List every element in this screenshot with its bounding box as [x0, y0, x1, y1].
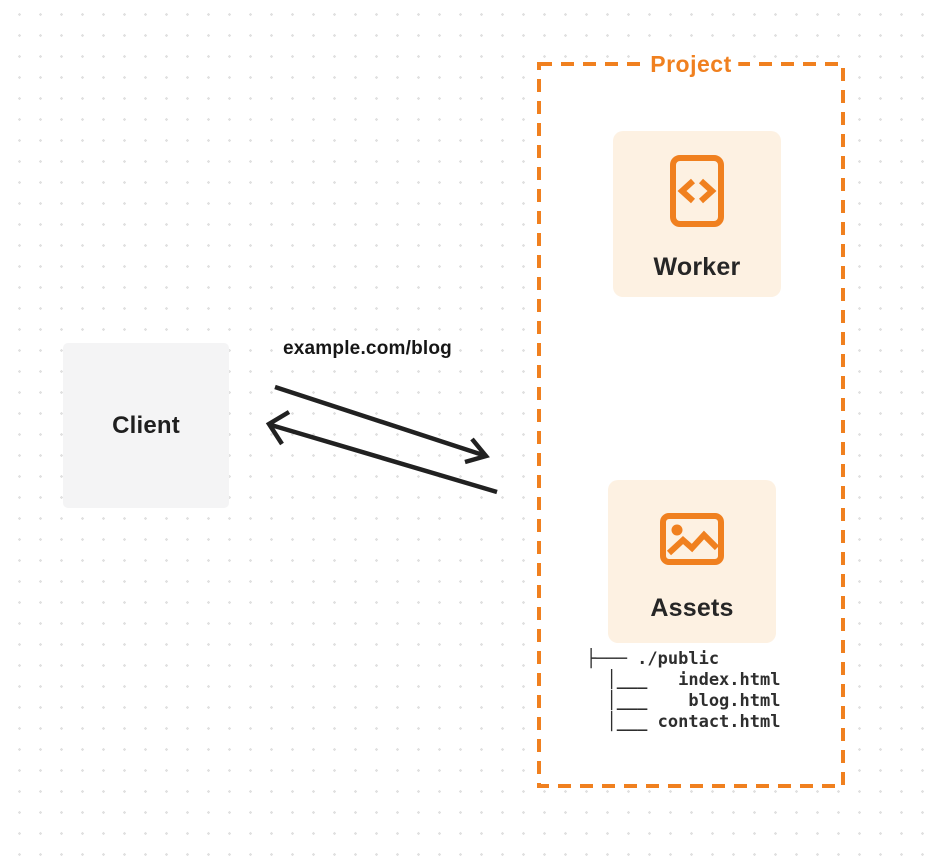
project-container: Project Worker Assets ├─── ./public │___…: [537, 51, 845, 788]
client-label: Client: [112, 411, 180, 439]
worker-card: Worker: [613, 131, 781, 297]
request-url-label: example.com/blog: [283, 338, 452, 359]
code-file-icon: [670, 155, 724, 227]
client-box: Client: [63, 343, 229, 508]
image-icon: [660, 513, 724, 565]
response-arrowhead-icon: [265, 410, 291, 446]
file-tree: ├─── ./public │___ index.html │___ blog.…: [586, 649, 781, 732]
assets-card: Assets: [608, 480, 776, 643]
assets-label: Assets: [650, 594, 734, 622]
response-arrow-line: [270, 422, 498, 495]
worker-label: Worker: [653, 253, 741, 281]
request-arrowhead-icon: [464, 437, 490, 465]
project-label: Project: [643, 51, 739, 77]
request-arrow-line: [274, 384, 487, 459]
